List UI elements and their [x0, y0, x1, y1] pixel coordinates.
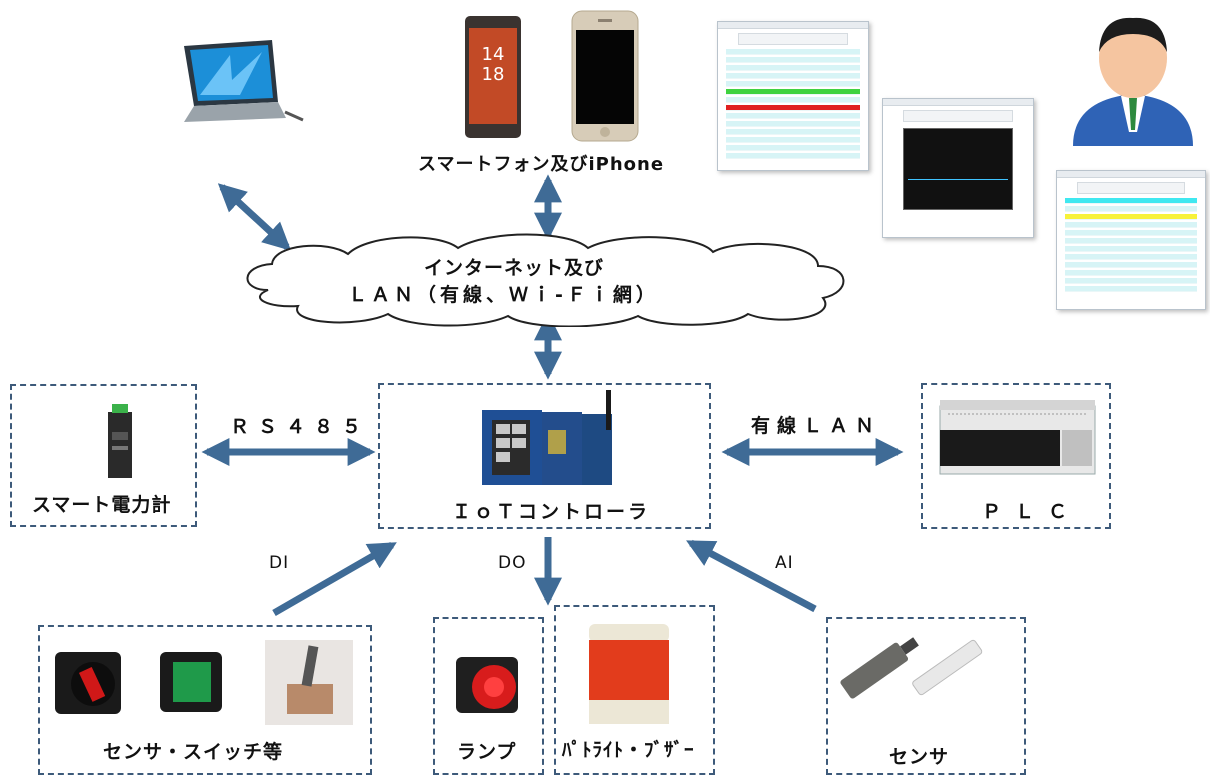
sensors-icon	[840, 637, 983, 699]
iot-controller-icon	[482, 390, 612, 485]
cloud-label-line1: インターネット及び	[424, 257, 605, 279]
laptop-icon	[184, 40, 304, 122]
patlite-label: ﾊﾟﾄﾗｲﾄ・ﾌﾞｻﾞｰ	[562, 739, 695, 761]
monitor-screenshot-1	[717, 21, 869, 171]
switches-label: センサ・スイッチ等	[103, 741, 284, 763]
plc-icon	[939, 400, 1096, 475]
rs485-label: ＲＳ４８５	[230, 416, 371, 438]
ai-label: AI	[775, 553, 794, 573]
phone-hour: 14	[482, 44, 505, 65]
monitor-screenshot-3	[1056, 170, 1206, 310]
cloud-label-line2: ＬＡＮ（有線、Ｗｉ-Ｆｉ網）	[348, 284, 659, 306]
arrow-ai	[686, 539, 817, 613]
wired-lan-label: 有線ＬＡＮ	[751, 415, 882, 437]
monitor-screenshot-2	[882, 98, 1034, 238]
patlite-icon	[589, 624, 669, 724]
lamp-icon	[456, 657, 518, 713]
smartphones-label: スマートフォン及びiPhone	[418, 154, 665, 175]
switches-icon	[55, 640, 353, 725]
controller-label: ＩｏＴコントローラ	[452, 501, 651, 523]
do-label: DO	[498, 553, 527, 573]
cloud-shape	[246, 233, 845, 327]
power-meter-icon	[108, 404, 132, 478]
power-meter-box	[10, 384, 197, 527]
lamp-label: ランプ	[457, 741, 517, 763]
sensor-label: センサ	[889, 746, 950, 768]
di-label: DI	[269, 553, 290, 573]
arrow-di	[272, 541, 397, 617]
power-meter-label: スマート電力計	[32, 494, 172, 516]
plc-label: ＰＬＣ	[982, 501, 1082, 523]
user-avatar-icon	[1073, 17, 1193, 146]
plc-box	[921, 383, 1111, 529]
smartphones-icon: 14 18	[465, 10, 639, 142]
controller-box	[378, 383, 711, 529]
phone-minute: 18	[482, 64, 505, 85]
arrow-laptop-cloud	[217, 183, 292, 251]
